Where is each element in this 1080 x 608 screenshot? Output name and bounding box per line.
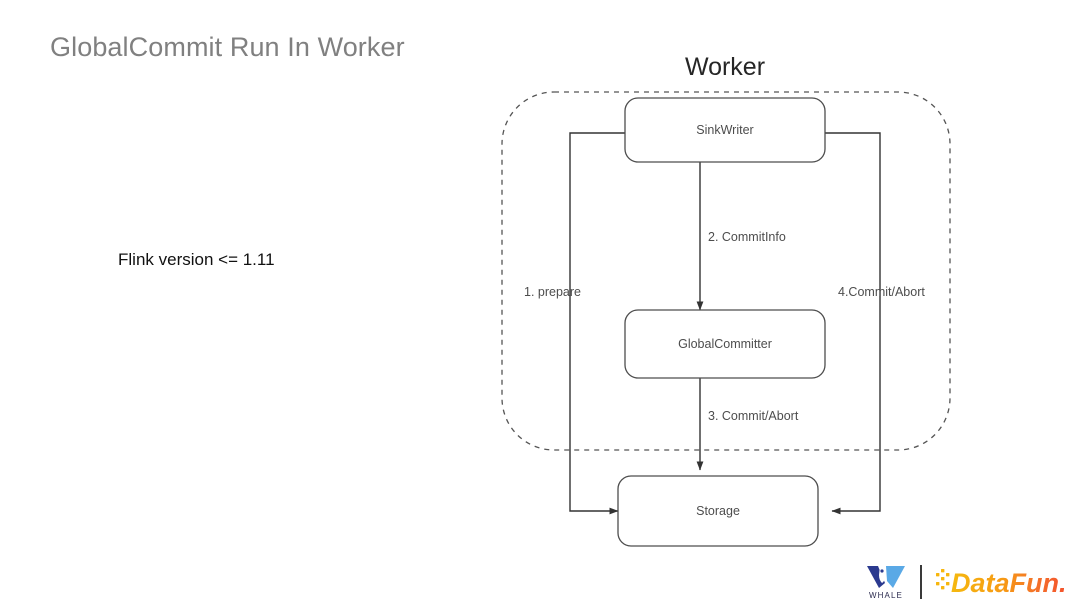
worker-title: Worker [685,53,765,81]
storage-label: Storage [696,504,740,518]
datafun-text: DataFun. [951,568,1064,598]
whale-logo: WHALE [866,564,906,600]
globalcommitter-label: GlobalCommitter [678,337,772,351]
globalcommitter-box[interactable] [624,309,826,379]
logo-divider [920,565,922,599]
edge-label-commitinfo: 2. CommitInfo [708,230,786,244]
datafun-logo: DataFun. [936,565,1064,599]
sinkwriter-label: SinkWriter [696,123,753,137]
edge-label-commit-abort-center: 3. Commit/Abort [708,409,799,423]
node-storage[interactable]: Storage [617,475,819,547]
datafun-wordmark-icon: DataFun. [936,568,1064,598]
worker-container-boundary [501,91,951,451]
edge-label-prepare: 1. prepare [524,285,581,299]
page-title: GlobalCommit Run In Worker [50,32,405,62]
storage-box[interactable] [617,475,819,547]
worker-diagram: Worker SinkWriter GlobalCommitter Storag… [480,48,980,568]
whale-mark-icon [867,566,905,588]
whale-wordmark: WHALE [869,591,903,600]
node-sinkwriter[interactable]: SinkWriter [624,97,826,163]
edge-prepare-line [569,132,625,515]
edge-commit-abort-right-line [825,132,881,515]
footer-logo-bar: WHALE DataFun. [866,564,1064,600]
sinkwriter-box[interactable] [624,97,826,163]
flink-version-caption: Flink version <= 1.11 [118,250,275,269]
node-globalcommitter[interactable]: GlobalCommitter [624,309,826,379]
edge-label-commit-abort-right: 4.Commit/Abort [838,285,925,299]
